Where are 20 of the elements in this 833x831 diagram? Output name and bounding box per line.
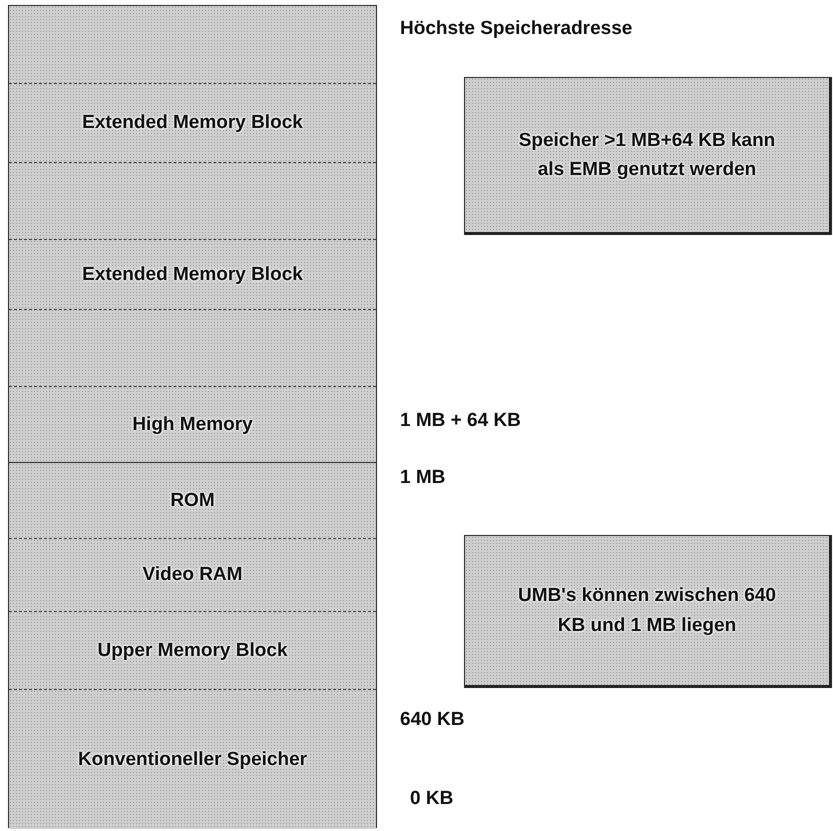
region-label: Upper Memory Block <box>97 638 288 663</box>
note-box <box>464 77 832 235</box>
memory-map-column <box>8 5 377 828</box>
address-label: 640 KB <box>400 709 464 731</box>
region-label: High Memory <box>132 412 253 437</box>
region-label: ROM <box>170 488 215 513</box>
memory-region <box>9 538 376 611</box>
region-label: Extended Memory Block <box>82 111 303 136</box>
memory-region <box>9 689 376 829</box>
region-label: Extended Memory Block <box>82 262 303 287</box>
address-label: 1 MB <box>400 467 446 489</box>
address-label: 1 MB + 64 KB <box>400 410 521 432</box>
region-label: UMB's können zwischen 640 KB und 1 MB liegen <box>517 584 777 638</box>
address-label: Höchste Speicheradresse <box>400 18 632 40</box>
address-label: 0 KB <box>410 788 454 810</box>
region-label: Video RAM <box>142 563 242 588</box>
region-label: Speicher >1 MB+64 KB kann als EMB genutzt werden <box>518 128 776 182</box>
note-box <box>464 535 832 688</box>
memory-region <box>9 462 376 538</box>
region-label: Konventioneller Speicher <box>78 748 308 772</box>
